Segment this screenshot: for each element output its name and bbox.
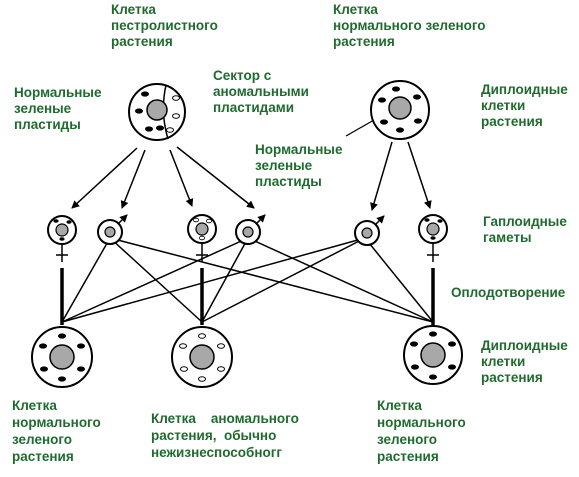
offspring-cell-middle [171,326,233,388]
female-symbol-icon [427,243,439,262]
gamete-male-2 [235,214,266,245]
arrow-icon [370,141,393,211]
label-line: пестролистного [111,18,218,33]
label-line: аномальными [213,84,309,99]
offspring-cell-right [403,325,463,385]
label-line: Гаплоидные [483,214,567,229]
gamete-male-1 [97,214,128,245]
arrow-icon [120,149,146,209]
female-symbol-icon [196,243,208,262]
label-offspring-middle: Клетка аномального растения, обычно нежизн… [151,410,299,461]
male-symbol-icon [375,215,385,225]
label-line: растения, обычно [151,428,277,443]
fertilization-lines [61,237,434,323]
female-symbol-icon [56,244,68,262]
label-line: нормального зеленого [333,18,486,33]
label-line: Нормальные [14,85,102,100]
arrow-icon [71,147,138,209]
male-symbol-icon [118,214,128,224]
label-line: пластиды [14,117,81,132]
label-line: Диплоидные [481,338,568,353]
gamete-female-3 [418,214,448,262]
label-line: Нормальные [255,142,343,157]
label-line: Оплодотворение [451,285,566,300]
gamete-female-2 [187,214,217,262]
arrow-icon [176,146,255,209]
label-line: клетки [481,98,526,113]
label-line: Клетка [12,398,57,413]
label-line: Клетка [377,398,422,413]
label-fertilization: Оплодотворение [451,285,565,301]
label-line: зеленые [255,158,313,173]
label-line: растения [333,34,395,49]
label-line: Клетка [333,2,378,17]
arrows [71,111,432,211]
label-line: нежизнеспособногг [151,445,283,460]
offspring-cell-left [31,326,93,388]
label-line: растения [111,34,173,49]
label-line: нормального [377,415,466,430]
label-line: Клетка [111,2,156,17]
male-symbol-icon [256,214,266,224]
gamete-male-3 [354,215,385,246]
female-lines [60,268,435,325]
arrow-icon [169,149,194,207]
label-line: зеленого [377,432,438,447]
label-line: гаметы [483,230,532,245]
label-line: пластидами [213,100,295,115]
arrow-icon [407,141,432,209]
label-line: растения [481,114,543,129]
label-line: зеленые [14,101,72,116]
gamete-female-1 [47,215,77,262]
variegated-cell [128,83,186,141]
label-line: растения [481,370,543,385]
label-line: нормального [12,415,101,430]
label-line: Сектор с [213,68,272,83]
label-line: Клетка аномального [151,411,299,426]
label-line: Диплоидные [481,82,568,97]
normal-green-cell [370,80,430,140]
label-line: растения [377,449,439,464]
label-offspring-left: Клетка нормального зеленого растения [12,397,101,465]
label-line: клетки [481,354,526,369]
label-line: растения [12,449,74,464]
label-offspring-right: Клетка нормального зеленого растения [377,397,466,465]
label-line: зеленого [12,432,73,447]
label-line: пластиды [255,174,322,189]
